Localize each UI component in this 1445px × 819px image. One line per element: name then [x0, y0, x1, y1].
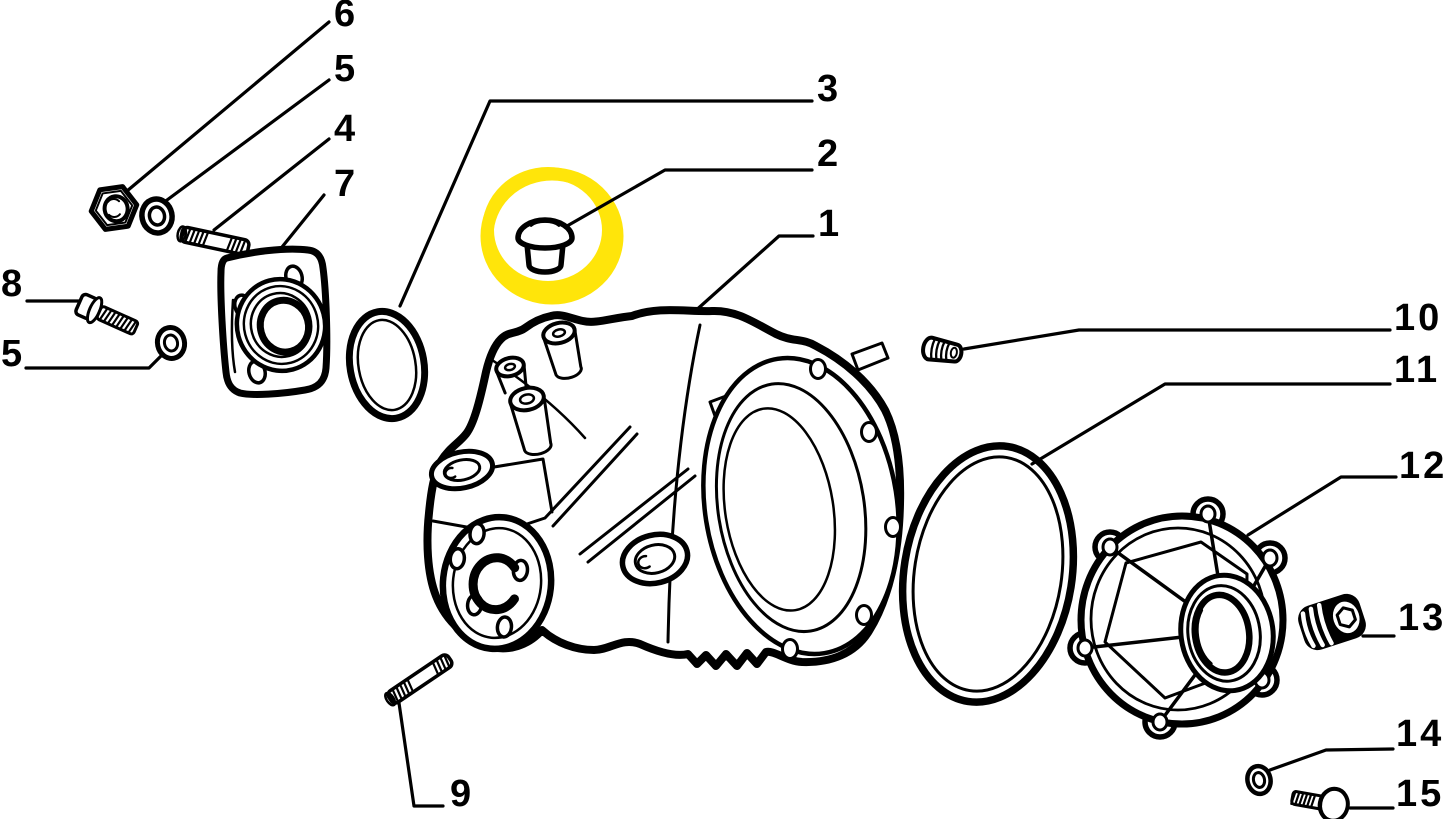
- callout-label-12: 12: [1399, 445, 1445, 487]
- part-3-o-ring: [345, 307, 429, 423]
- part-5-washer-a: [139, 196, 175, 236]
- callout-label-6: 6: [334, 0, 359, 35]
- part-6-nut: [88, 184, 140, 232]
- callout-label-10: 10: [1394, 297, 1443, 339]
- leader-lines: [24, 20, 1398, 810]
- callout-label-5b: 5: [1, 333, 26, 375]
- part-11-o-ring-large: [898, 442, 1078, 706]
- highlight-circle: [480, 167, 624, 305]
- part-12-rear-cover: [1067, 496, 1288, 740]
- callout-label-15: 15: [1396, 773, 1445, 815]
- callout-label-2: 2: [817, 133, 842, 175]
- callout-label-9: 9: [450, 773, 475, 815]
- part-2-plug: [515, 217, 575, 275]
- part-14-washer: [1245, 763, 1273, 797]
- callout-label-11: 11: [1394, 349, 1441, 391]
- callout-label-7: 7: [334, 163, 359, 205]
- part-13-drain-plug: [1298, 593, 1366, 651]
- callout-label-8: 8: [1, 263, 26, 305]
- part-4-stud: [176, 225, 251, 257]
- part-15-bolt: [1290, 786, 1350, 819]
- callout-label-1: 1: [818, 203, 843, 245]
- callout-label-4: 4: [334, 108, 359, 150]
- part-8-bolt: [74, 292, 140, 336]
- callout-label-5a: 5: [334, 48, 359, 90]
- part-5-washer-b: [154, 325, 188, 361]
- part-1-housing: [423, 306, 905, 670]
- callout-label-13: 13: [1398, 597, 1445, 639]
- part-10-plug: [921, 335, 964, 364]
- part-7-bearing-flange: [217, 245, 331, 398]
- callout-label-3: 3: [817, 68, 842, 110]
- part-9-stud: [384, 653, 454, 707]
- callout-label-14: 14: [1396, 713, 1445, 755]
